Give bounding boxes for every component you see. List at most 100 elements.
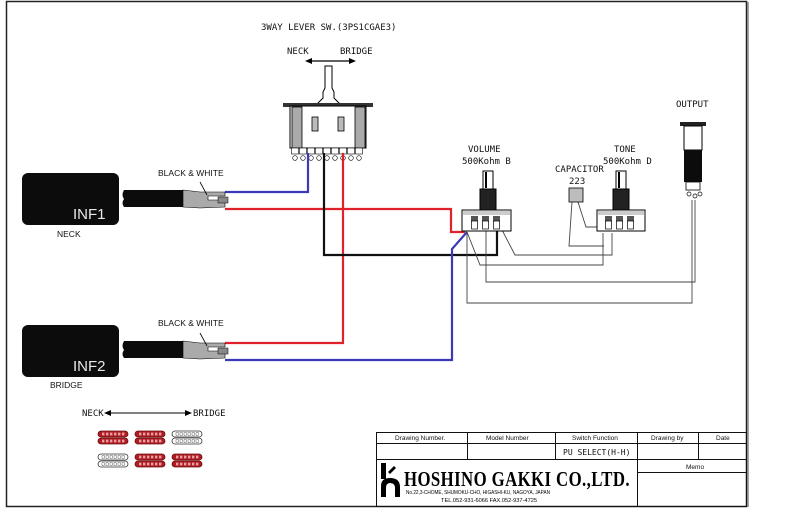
switch-terminal xyxy=(307,147,315,155)
pot-lug xyxy=(616,220,623,230)
legend-pole-piece xyxy=(176,455,179,459)
legend-pole-piece xyxy=(176,462,179,466)
legend-humbucker-coil xyxy=(134,430,166,438)
tone-title: TONE xyxy=(614,145,636,155)
legend-pole-piece xyxy=(155,439,158,443)
pickup-bridge-wire-label: BLACK & WHITE xyxy=(158,318,224,328)
double-arrow-icon xyxy=(305,58,356,64)
pot-lug-top xyxy=(493,216,500,222)
legend-pole-piece xyxy=(147,455,150,459)
switch-lug xyxy=(348,155,354,161)
switch-lug xyxy=(300,155,306,161)
switch-terminal xyxy=(331,147,339,155)
legend-pole-piece xyxy=(179,439,183,443)
switch-lug xyxy=(308,155,314,161)
legend-pole-piece xyxy=(191,432,195,436)
cable-neck xyxy=(122,181,229,209)
capacitor-value: 223 xyxy=(569,177,585,187)
legend-humbucker-coil xyxy=(134,453,166,461)
wire-switch-black xyxy=(322,153,499,257)
legend-pole-piece xyxy=(109,455,113,459)
legend-pole-piece xyxy=(117,462,121,466)
volume-title: VOLUME xyxy=(468,145,501,155)
legend-humbucker-coil xyxy=(134,437,166,445)
switch-lug xyxy=(292,155,298,161)
legend-pole-piece xyxy=(159,462,162,466)
switch-terminal xyxy=(291,147,299,155)
legend-pole-piece xyxy=(110,432,113,436)
legend-pole-piece xyxy=(192,455,195,459)
legend-pole-piece xyxy=(159,432,162,436)
legend-pole-piece xyxy=(147,439,150,443)
legend-pole-piece xyxy=(188,462,191,466)
legend-pole-piece xyxy=(110,439,113,443)
tone-lugs xyxy=(605,216,634,230)
volume-value: 500Kohm B xyxy=(462,157,511,167)
legend-pole-piece xyxy=(114,439,117,443)
pot-lug-top xyxy=(616,216,623,222)
legend-pole-piece xyxy=(139,462,142,466)
legend-pole-piece xyxy=(139,455,142,459)
legend-pole-piece xyxy=(155,462,158,466)
legend-pole-piece xyxy=(117,455,121,459)
pot-lug-top xyxy=(605,216,612,222)
wire-switch-red xyxy=(225,153,345,345)
legend-pole-piece xyxy=(195,432,199,436)
legend-pole-piece xyxy=(191,439,195,443)
legend-pole-piece xyxy=(184,455,187,459)
wire-bridge-blue xyxy=(225,231,468,362)
pickup-neck-position: NECK xyxy=(57,229,81,239)
legend-pole-piece xyxy=(151,462,154,466)
legend-pole-piece xyxy=(122,439,125,443)
legend-bridge-label: BRIDGE xyxy=(193,409,226,419)
pot-lug xyxy=(627,220,634,230)
legend-pole-piece xyxy=(195,439,199,443)
legend-pole-piece xyxy=(114,432,117,436)
legend-pole-piece xyxy=(101,462,105,466)
tone-pot: TONE 500Kohm D xyxy=(596,145,652,232)
legend-pole-piece xyxy=(122,432,125,436)
legend-pole-piece xyxy=(183,432,187,436)
wire-ground-1 xyxy=(466,231,604,266)
legend-pole-piece xyxy=(105,462,109,466)
legend-pole-piece xyxy=(118,439,121,443)
selector-legend: NECK BRIDGE xyxy=(82,409,226,468)
legend-pole-piece xyxy=(179,432,183,436)
switch-bridge-label: BRIDGE xyxy=(340,47,373,57)
legend-pole-piece xyxy=(187,432,191,436)
legend-pole-piece xyxy=(118,432,121,436)
pot-lug-top xyxy=(627,216,634,222)
pot-lug xyxy=(471,220,478,230)
output-title: OUTPUT xyxy=(676,100,709,110)
legend-neck-label: NECK xyxy=(82,409,104,419)
capacitor: CAPACITOR 223 xyxy=(555,165,604,203)
wire-ground-2 xyxy=(485,200,696,283)
legend-pole-piece xyxy=(105,455,109,459)
tone-value: 500Kohm D xyxy=(603,157,652,167)
pot-lug xyxy=(605,220,612,230)
legend-pole-piece xyxy=(159,439,162,443)
wire-vol-to-tone xyxy=(500,227,613,256)
legend-pole-piece xyxy=(143,432,146,436)
legend-humbucker-coil xyxy=(97,430,129,438)
legend-pole-piece xyxy=(187,439,191,443)
legend-humbuckers xyxy=(97,430,203,468)
volume-pot: VOLUME 500Kohm B xyxy=(461,145,512,232)
wires xyxy=(225,153,696,362)
wire-cap-1 xyxy=(568,201,604,247)
pot-lug-top xyxy=(482,216,489,222)
pot-lug xyxy=(482,220,489,230)
legend-pole-piece xyxy=(143,462,146,466)
legend-humbucker-coil xyxy=(171,460,203,468)
switch-terminal xyxy=(299,147,307,155)
capacitor-title: CAPACITOR xyxy=(555,165,604,175)
legend-pole-piece xyxy=(155,455,158,459)
pot-lug xyxy=(493,220,500,230)
wire-neck-red xyxy=(225,207,465,234)
switch-title: 3WAY LEVER SW.(3PS1CGAE3) xyxy=(261,23,396,33)
volume-lugs xyxy=(471,216,500,230)
pickup-neck-wire-label: BLACK & WHITE xyxy=(158,168,224,178)
lever-switch: 3WAY LEVER SW.(3PS1CGAE3) NECK BRIDGE xyxy=(261,23,396,161)
legend-pole-piece xyxy=(102,432,105,436)
wire-ground-3 xyxy=(466,200,693,304)
